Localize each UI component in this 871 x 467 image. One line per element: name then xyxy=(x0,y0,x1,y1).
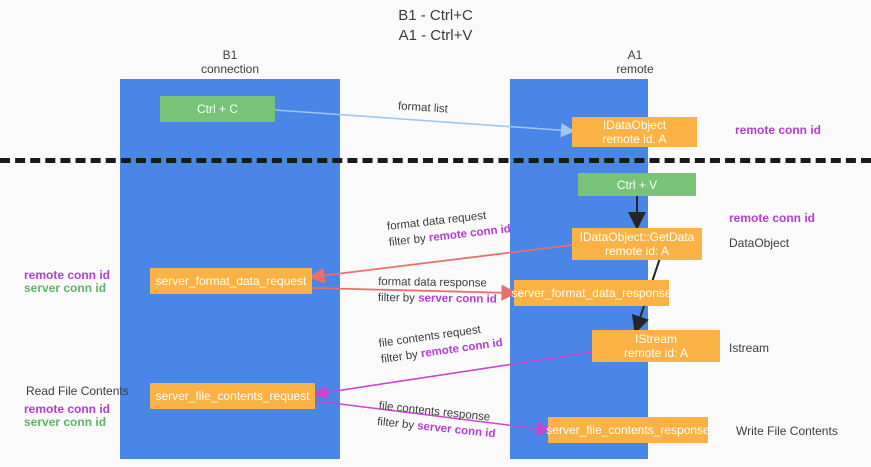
annotation-write-file-contents: Write File Contents xyxy=(736,424,838,439)
annotation-left-server-conn-id: server conn id xyxy=(24,281,106,296)
node-idataobject-label: IDataObject xyxy=(602,118,667,132)
annotation-left-server-conn-id-2-text: server conn id xyxy=(24,415,107,429)
phase-divider xyxy=(0,158,871,163)
node-idataobject-sub: remote id: A xyxy=(602,132,667,146)
filter-by-prefix: filter by xyxy=(388,232,430,249)
wire-format-data-request xyxy=(308,244,573,284)
annotation-istream-text: Istream xyxy=(729,341,770,355)
node-server-file-contents-response[interactable]: server_file_contents_response xyxy=(546,417,710,443)
filter-by-prefix-4: filter by xyxy=(376,415,418,433)
node-istream-label: IStream xyxy=(634,332,677,346)
edge-label-format-data-response-line2: filter by server conn id xyxy=(378,290,497,308)
annotation-left-server-conn-id-2: server conn id xyxy=(24,415,106,430)
node-idataobject[interactable]: IDataObject remote id: A xyxy=(572,117,697,147)
annotation-left-remote-conn-id: remote conn id xyxy=(24,268,110,283)
edge-label-format-data-response-line1: format data response xyxy=(378,276,487,290)
annotation-dataobject: DataObject xyxy=(729,236,789,251)
wire-format-data-response xyxy=(311,284,518,301)
left-column-heading: B1 connection xyxy=(200,48,260,76)
edge-label-format-data-response: format data response filter by server co… xyxy=(378,274,497,308)
annotation-left-server-conn-id-text: server conn id xyxy=(24,281,107,295)
node-ctrl-v[interactable]: Ctrl + V xyxy=(578,173,696,196)
wire-file-contents-request xyxy=(312,351,593,400)
annotation-istream: Istream xyxy=(729,341,769,356)
node-idataobject-getdata-label: IDataObject::GetData xyxy=(579,230,695,244)
annotation-left-remote-conn-id-text: remote conn id xyxy=(24,268,111,282)
page-title: B1 - Ctrl+C A1 - Ctrl+V xyxy=(398,7,473,44)
node-ctrl-c[interactable]: Ctrl + C xyxy=(160,96,275,122)
wire-format-list xyxy=(274,109,576,138)
node-server-file-contents-response-label: server_file_contents_response xyxy=(546,423,710,437)
annotation-read-file-contents: Read File Contents xyxy=(26,384,129,399)
edge-label-format-list-text: format list xyxy=(397,100,449,116)
annotation-write-file-contents-text: Write File Contents xyxy=(736,424,838,438)
filter-by-prefix-2: filter by xyxy=(377,291,419,305)
wire-file-contents-response xyxy=(315,400,552,436)
edge-label-format-list: format list xyxy=(398,98,449,117)
node-server-format-data-response[interactable]: server_format_data_response xyxy=(511,280,672,306)
node-server-file-contents-request[interactable]: server_file_contents_request xyxy=(150,383,315,409)
node-ctrl-v-label: Ctrl + V xyxy=(616,177,658,192)
node-ctrl-c-label: Ctrl + C xyxy=(196,102,238,116)
node-idataobject-getdata[interactable]: IDataObject::GetData remote id: A xyxy=(572,228,702,260)
node-istream[interactable]: IStream remote id: A xyxy=(592,330,720,362)
node-server-format-data-response-label: server_format_data_response xyxy=(511,286,672,300)
annotation-remote-conn-id-mid: remote conn id xyxy=(729,211,815,226)
annotation-read-file-contents-text: Read File Contents xyxy=(26,384,129,398)
right-column-heading: A1 remote xyxy=(616,48,654,76)
annotation-left-remote-conn-id-2-text: remote conn id xyxy=(24,402,111,416)
annotation-remote-conn-id-mid-text: remote conn id xyxy=(729,211,816,225)
annotation-left-remote-conn-id-2: remote conn id xyxy=(24,402,110,417)
node-idataobject-getdata-sub: remote id: A xyxy=(604,244,670,258)
node-server-format-data-request[interactable]: server_format_data_request xyxy=(150,268,312,294)
node-server-file-contents-request-label: server_file_contents_request xyxy=(155,389,310,403)
annotation-dataobject-text: DataObject xyxy=(729,236,790,250)
node-server-format-data-request-label: server_format_data_request xyxy=(155,274,307,288)
node-istream-sub: remote id: A xyxy=(623,346,689,360)
annotation-remote-conn-id-top-text: remote conn id xyxy=(735,123,822,137)
filter-key-server-conn-id: server conn id xyxy=(418,292,497,306)
annotation-remote-conn-id-top: remote conn id xyxy=(735,123,821,138)
